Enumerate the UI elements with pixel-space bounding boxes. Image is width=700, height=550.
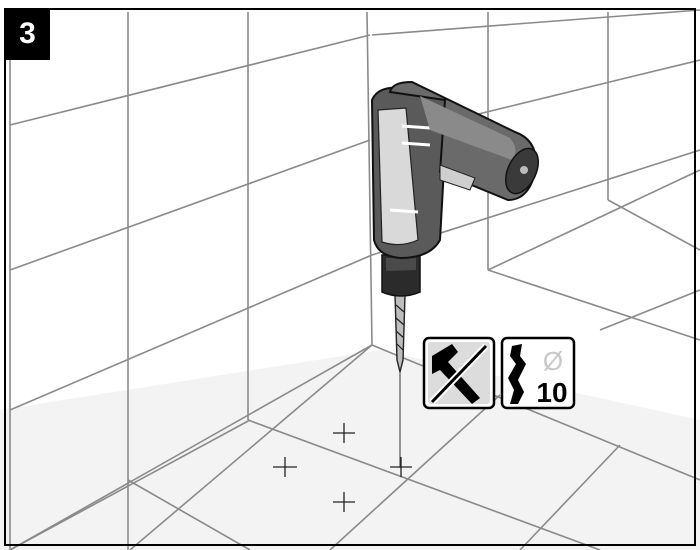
diameter-sign: Ø [543, 346, 563, 376]
floor-surface [0, 350, 700, 550]
drill-mark-2 [273, 457, 297, 477]
drill-mark-4 [333, 492, 355, 512]
drill-bit-diameter-symbol: Ø 10 [500, 336, 576, 410]
drill-mark-1 [333, 423, 355, 443]
step-number-badge: 3 [5, 8, 50, 60]
drill-mark-3 [390, 457, 412, 477]
diameter-value: 10 [536, 377, 567, 408]
drill-hole-marks [273, 423, 412, 512]
no-hammer-symbol [422, 336, 496, 410]
drill-bit-icon [508, 344, 526, 404]
rotary-drill-icon [370, 80, 539, 468]
